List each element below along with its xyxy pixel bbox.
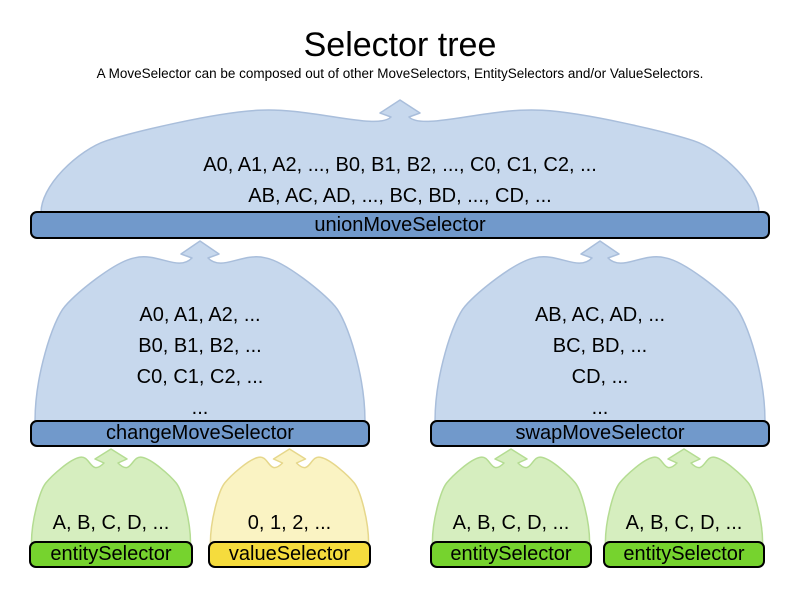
page-title: Selector tree [303,26,497,64]
value-funnel-arrow-shape [209,448,370,546]
funnel-item-line: A0, A1, A2, ..., B0, B1, B2, ..., C0, C1… [203,154,597,176]
union-funnel-items: A0, A1, A2, ..., B0, B1, B2, ..., C0, C1… [30,150,770,212]
node-label: valueSelector [228,543,351,565]
entity1-funnel-items: A, B, C, D, ... [29,512,193,534]
node-label: changeMoveSelector [106,422,294,444]
value-selector-node: valueSelector [208,541,371,568]
entity3-funnel-arrow-shape [604,448,764,546]
funnel-item-line: 0, 1, 2, ... [247,512,332,534]
entity2-funnel-arrow-shape [431,448,591,546]
union-funnel-arrow-shape [40,99,760,216]
node-label: entitySelector [623,543,745,565]
funnel-item-line: ... [591,397,609,419]
entity1-funnel-arrow-shape [30,448,192,546]
value-funnel-items: 0, 1, 2, ... [208,512,371,534]
node-label: entitySelector [450,543,572,565]
node-label: swapMoveSelector [515,422,685,444]
node-label: unionMoveSelector [314,213,486,236]
union-move-selector-node: unionMoveSelector [30,211,770,239]
funnel-item-line: A, B, C, D, ... [625,512,743,534]
funnel-item-line: A0, A1, A2, ... [139,304,261,326]
entity3-funnel-items: A, B, C, D, ... [603,512,765,534]
funnel-item-line: B0, B1, B2, ... [138,335,262,357]
entity-selector-node-1: entitySelector [29,541,193,568]
funnel-item-line: C0, C1, C2, ... [136,366,264,388]
swap-move-selector-node: swapMoveSelector [430,420,770,447]
funnel-item-line: ... [191,397,209,419]
swap-funnel-arrow-shape [434,240,766,425]
entity-selector-node-3: entitySelector [603,541,765,568]
funnel-item-line: CD, ... [571,366,629,388]
node-label: entitySelector [50,543,172,565]
change-move-selector-node: changeMoveSelector [30,420,370,447]
funnel-item-line: AB, AC, AD, ... [534,304,666,326]
page-subtitle: A MoveSelector can be composed out of ot… [96,66,704,81]
funnel-item-line: BC, BD, ... [552,335,648,357]
entity-selector-node-2: entitySelector [430,541,592,568]
change-funnel-arrow-shape [34,240,366,425]
entity2-funnel-items: A, B, C, D, ... [430,512,592,534]
funnel-item-line: A, B, C, D, ... [452,512,570,534]
swap-funnel-items: AB, AC, AD, ... BC, BD, ... CD, ... ... [430,300,770,424]
funnel-item-line: AB, AC, AD, ..., BC, BD, ..., CD, ... [248,185,552,207]
funnel-item-line: A, B, C, D, ... [52,512,170,534]
change-funnel-items: A0, A1, A2, ... B0, B1, B2, ... C0, C1, … [30,300,370,424]
